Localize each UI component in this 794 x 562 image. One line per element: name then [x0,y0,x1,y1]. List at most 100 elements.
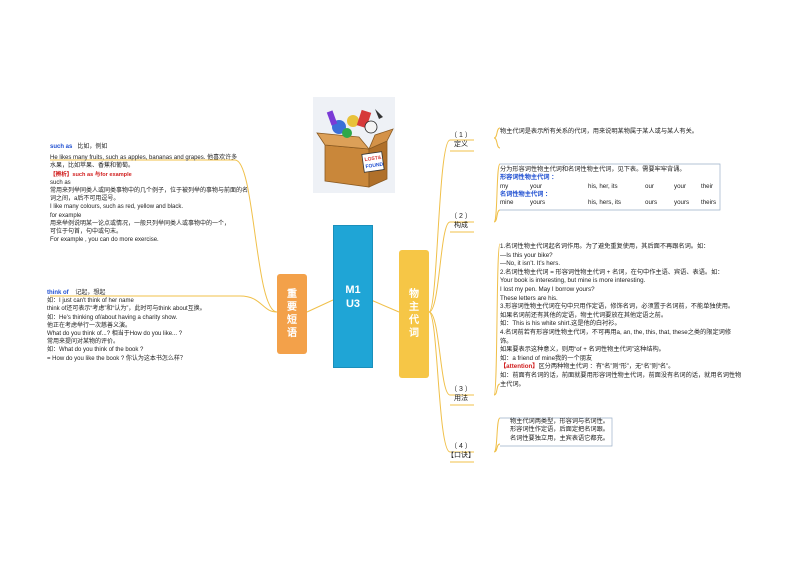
note-line: 词之间，a后不可用逗号。 [50,196,120,203]
adj-row: my your his, her, its our your their [500,183,716,191]
usage-line: 如果名词前还有其他的定语，物主代词要放在其他定语之前。 [500,311,668,319]
node-label: 用法 [454,395,468,402]
usage-line: 3.形容词性物主代词在句中只用作定语，修饰名词，必须置于名词前，不能单独使用。 [500,303,735,311]
link-right-rhyme [428,311,474,453]
branch-possessive-pronouns[interactable]: 物 主 代 词 [399,250,429,378]
rhyme-line: 物主代词两类型，形容词与名词性。 [510,418,609,425]
definition-text: 物主代词是表示所有关系的代词，用来说明某物属于某人或与某人有关。 [500,128,698,135]
note-line: 水果，比如苹果、香蕉和葡萄。 [50,163,135,170]
attention-text: 区分两种物主代词 ：有“名”则“形”，无“名”则“名”。 [538,363,675,371]
cell: his, her, its [588,182,618,190]
rhyme-line: 名词性要独立用，主宾表语它都充。 [510,434,609,442]
link-right-def [428,139,474,313]
cell: your [674,182,687,190]
usage-line: 饰。 [500,337,513,345]
usage-line: 主代词。 [500,380,525,388]
branch-char: 物 [409,289,419,300]
note-line: For example , you can do more exercise. [50,237,159,244]
node-rhyme[interactable]: （ 4 ） 【口诀】 [446,442,476,460]
usage-line: I lost my pen. May I borrow yours? [500,285,595,293]
structure-block: 分为形容词性物主代词和名词性物主代词，见下表。需要牢牢背诵。 形容词性物主代词 … [500,166,716,207]
bracket-struct [493,163,501,223]
branch-char: 重 [287,289,297,300]
cell: yours [530,199,546,207]
cell: their [701,182,714,190]
branch-char: 词 [409,328,419,339]
branch-char: 语 [287,328,297,339]
cell: theirs [701,199,717,207]
link-center-right [370,299,400,313]
note-think-of: think of 记起，想起 如：I just can't think of h… [47,289,206,363]
cell: yours [674,199,690,207]
cell: his, hers, its [588,199,622,207]
cell: our [645,182,654,190]
note-line: 他正在考虑举行一次慈善义演。 [47,322,132,329]
note-line: 如：He's thinking of/about having a charit… [47,314,178,321]
usage-line: 如果要表示这种意义，则用“of + 名词性物主代词”这种结构。 [500,346,665,354]
noun-row: mine yours his, hers, its ours yours the… [500,199,716,207]
node-structure[interactable]: （ 2 ） 构成 [448,212,474,230]
usage-line: 如：This is his white shirt.这是他的白衬衫。 [500,320,621,328]
bracket-rhyme [493,417,501,453]
box-struct-frame [500,163,721,211]
usage-line: 2.名词性物主代词 = 形容词性物主代词 + 名词，在句中作主语、宾语、表语。如… [500,268,724,276]
note-line: think of还可表示“考虑”和“认为”，此时可与think about互换。 [47,306,206,313]
link-left-thinkof [50,295,278,313]
usage-line: —No, it isn’t. It’s hers. [500,260,561,268]
note-such-as: such as 比如，例如 He likes many fruits, such… [50,143,248,244]
link-center-left [306,299,334,313]
cell: ours [645,199,658,207]
compare-label: 【辨析】such as 与for example [50,171,132,178]
node-label: 【口诀】 [447,452,475,459]
note-line: = How do you like the book ? 你认为这本书怎么样？ [47,355,186,362]
note-meaning: 比如，例如 [77,144,108,150]
bracket-def [493,127,501,149]
usage-line: Your book is interesting, but mine is mo… [500,277,646,285]
link-right-usage [428,311,474,396]
note-line: 用来举例说明某一论点或情况，一般只列举同类人或事物中的一个， [50,220,231,227]
node-label: 定义 [454,141,468,148]
note-title: think of [47,290,69,296]
branch-char: 短 [287,315,297,326]
node-usage[interactable]: （ 3 ） 用法 [448,385,474,403]
sign-line2: FOUND [365,162,384,170]
usage-line: —Is this your bike? [500,251,553,259]
noun-label: 名词性物主代词 ： [500,190,552,198]
sign-line1: LOST& [364,155,382,163]
node-number: （ 2 ） [450,213,472,220]
note-line: 可位于句首，句中或句末。 [50,229,123,236]
attention-label: 【attention】 [500,363,539,371]
branch-char: 要 [287,302,297,313]
note-title: such as [50,144,73,150]
node-number: （ 3 ） [450,386,472,393]
node-definition[interactable]: （ 1 ） 定义 [448,131,474,149]
usage-line: 如：a friend of mine我的一个朋友 [500,354,593,362]
usage-line: These letters are his. [500,294,558,302]
branch-key-phrases[interactable]: 重 要 短 语 [277,274,307,354]
branch-char: 主 [409,302,419,313]
note-line: for example [50,212,82,219]
branch-char: 代 [409,315,419,326]
link-left-suchas [50,159,278,313]
bracket-usage [493,243,501,396]
note-line: 常用来提问对某物的评价。 [47,339,120,346]
cell: my [500,182,509,190]
center-topic-node[interactable]: M1 U3 [333,225,373,368]
node-number: （ 1 ） [450,132,472,139]
cell: mine [500,199,514,207]
adj-label: 形容词性物主代词 ： [500,174,558,182]
link-right-struct [428,221,474,313]
node-label: 构成 [454,222,468,229]
structure-intro: 分为形容词性物主代词和名词性物主代词，见下表。需要牢牢背诵。 [500,166,686,173]
note-line: What do you think of...? 相当于How do you l… [47,331,183,338]
center-topic-line2: U3 [345,297,361,310]
usage-line: 如：前面有名词的话，前面就要用形容词性物主代词，前面没有名词的话，就用名词性物 [500,371,742,379]
box-rhyme-frame [500,417,613,447]
lost-and-found-box-illustration: LOST& FOUND [313,97,395,193]
usage-block: 1.名词性物主代词起名词作用。为了避免重复使用，其后面不再跟名词。如： —Is … [500,243,741,389]
center-topic-line1: M1 [345,283,361,296]
note-line: 如：I just can't think of her name [47,298,134,305]
node-number: （ 4 ） [450,443,472,450]
note-line: 如：What do you think of the book ? [47,347,144,354]
